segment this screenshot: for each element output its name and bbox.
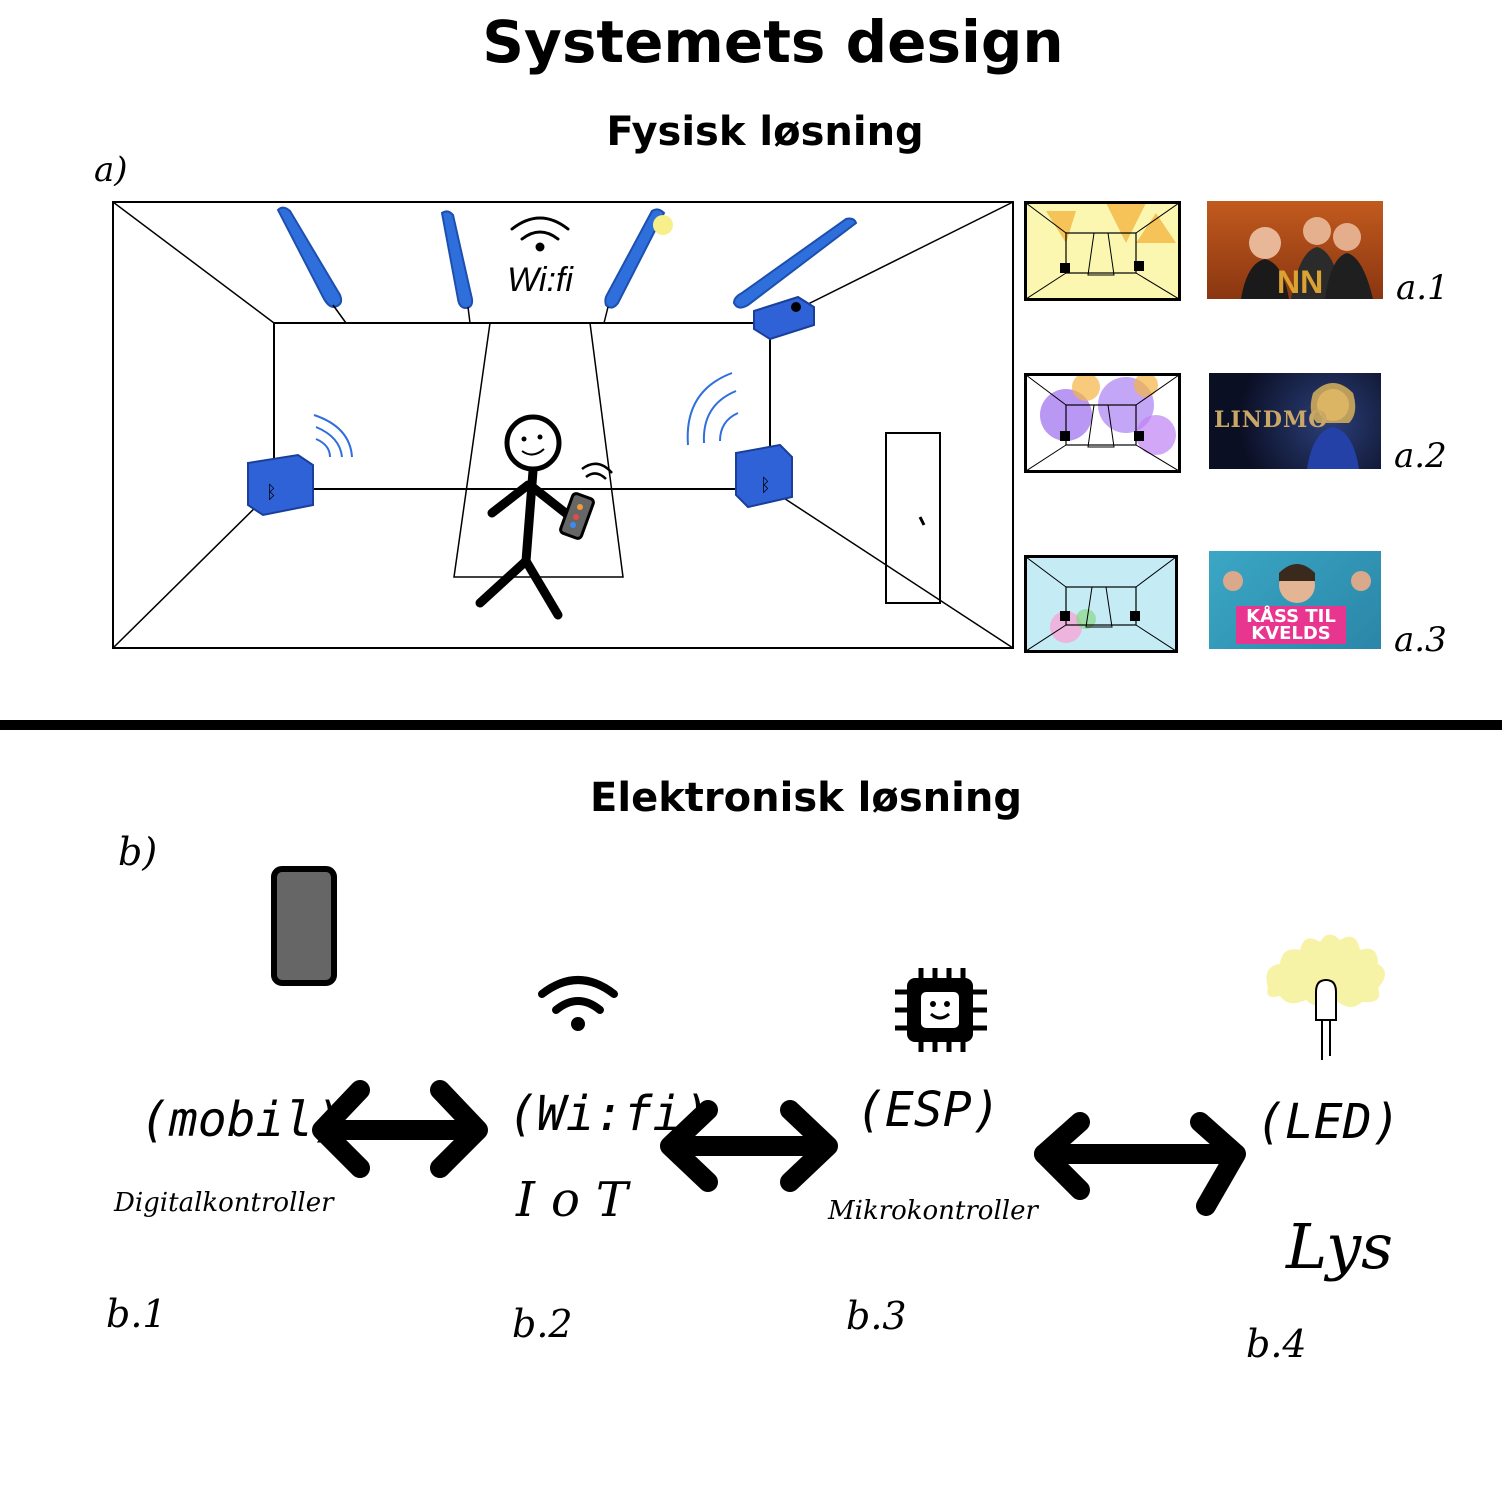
wifi-icon — [538, 976, 618, 1031]
show-photo-3 — [1209, 551, 1381, 649]
svg-text:NN: NN — [1277, 264, 1323, 299]
svg-text:ᛒ: ᛒ — [266, 482, 277, 502]
node-code-b1: b.1 — [106, 1292, 167, 1336]
arrow-esp-led — [1034, 1112, 1246, 1216]
section-divider — [0, 720, 1502, 730]
led-strip-4 — [732, 217, 858, 309]
node-code-b3: b.3 — [846, 1294, 907, 1338]
node-label-mobil: (mobil) — [140, 1092, 343, 1148]
arrow-wifi-esp — [660, 1100, 838, 1192]
show-title-lindmo: LINDMO — [1214, 407, 1329, 433]
led-strip-1 — [276, 206, 343, 309]
node-label-wifi: (Wi:fi) — [508, 1086, 711, 1142]
speaker-right-waves — [686, 372, 739, 446]
section-a-heading: Fysisk løsning — [606, 109, 924, 155]
led-icon — [1266, 934, 1385, 1060]
section-a-label: a) — [94, 150, 128, 190]
node-desc-lys: Lys — [1286, 1210, 1393, 1283]
thumb-label-a3: a.3 — [1394, 620, 1447, 660]
node-label-esp: (ESP) — [856, 1082, 1001, 1138]
speaker-right: ᛒ — [735, 443, 793, 509]
handheld-phone-icon — [559, 492, 595, 540]
phone-signal-icon — [581, 462, 613, 480]
phone-icon — [271, 866, 337, 986]
scene-thumb-3 — [1024, 555, 1178, 653]
room-sketch: Wi:fi ᛒ ᛒ — [112, 201, 1014, 649]
node-code-b2: b.2 — [512, 1302, 573, 1346]
node-desc-iot: IoT — [516, 1172, 644, 1228]
arrow-mobil-wifi — [312, 1080, 488, 1178]
section-b-heading: Elektronisk løsning — [590, 775, 1022, 821]
section-b-label: b) — [118, 830, 158, 874]
wifi-text: Wi:fi — [507, 261, 574, 299]
led-strip-group — [276, 206, 858, 310]
node-desc-mobil: Digitalkontroller — [114, 1188, 334, 1218]
speaker-left-waves — [313, 414, 353, 458]
person-face — [521, 434, 545, 456]
speaker-left: ᛒ — [247, 453, 314, 517]
led-strip-3 — [604, 208, 666, 309]
wifi-icon — [510, 216, 570, 252]
node-label-led: (LED) — [1256, 1094, 1401, 1150]
person-figure — [475, 414, 573, 620]
door-icon — [885, 432, 941, 604]
bidirectional-arrows — [312, 1080, 1246, 1216]
page-title: Systemets design — [482, 8, 1064, 76]
thumb-label-a1: a.1 — [1396, 268, 1449, 308]
show-photo-1: NN — [1207, 201, 1383, 299]
projector-icon — [753, 295, 815, 341]
show-photo-2 — [1209, 373, 1381, 469]
svg-text:ᛒ: ᛒ — [760, 475, 771, 495]
scene-thumb-1 — [1024, 201, 1181, 301]
node-desc-esp: Mikrokontroller — [828, 1196, 1038, 1226]
thumb-label-a2: a.2 — [1394, 436, 1447, 476]
scene-thumb-2 — [1024, 373, 1181, 473]
node-code-b4: b.4 — [1246, 1322, 1307, 1366]
show-title-kass: KÅSS TIL KVELDS — [1236, 606, 1346, 644]
chip-icon — [895, 968, 987, 1052]
led-strip-2 — [440, 210, 474, 310]
